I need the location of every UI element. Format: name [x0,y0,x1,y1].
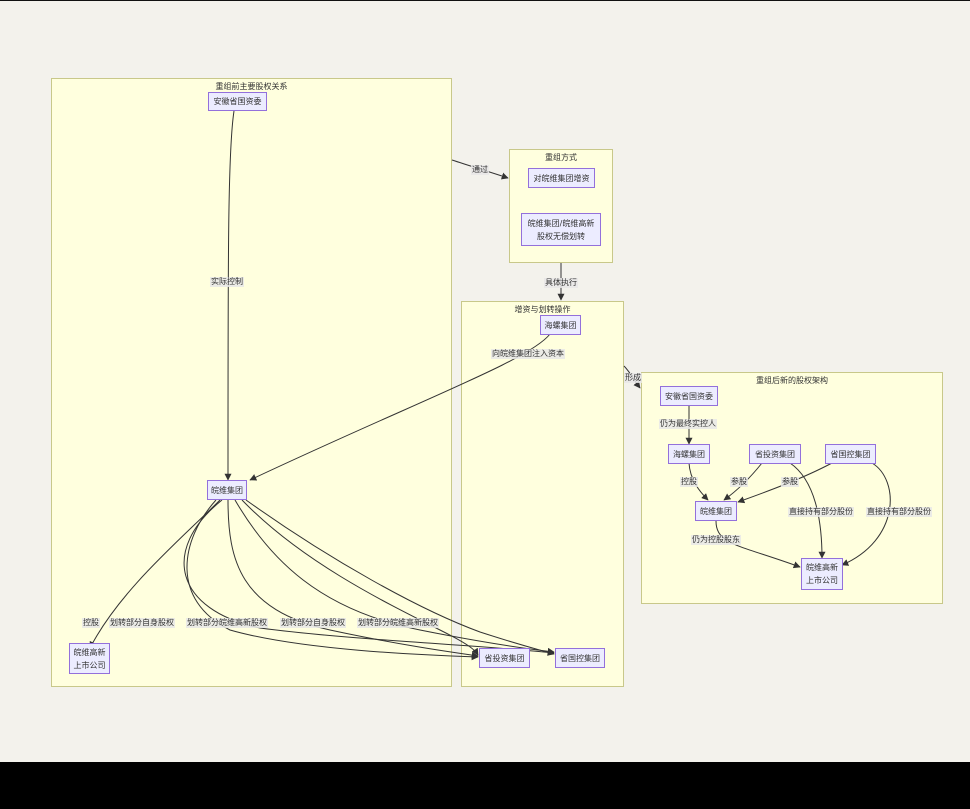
edge-label-inject-capital: 向皖维集团注入资本 [491,349,565,359]
edge-label-transfer-hitech-1: 划转部分皖维高新股权 [186,618,268,628]
edge-label-transfer-own-1: 划转部分自身股权 [109,618,175,628]
node-label-line1: 皖维高新 [73,647,106,657]
edge-label-direct-hold-2: 直接持有部分股份 [866,507,932,517]
cluster-title: 重组方式 [545,153,577,162]
node-prov-holding-ops[interactable]: 省国控集团 [555,648,605,668]
node-label: 省国控集团 [560,653,600,663]
edge-label-transfer-own-2: 划转部分自身股权 [280,618,346,628]
node-label: 皖维集团 [211,485,243,495]
node-label: 皖维集团 [700,506,732,516]
cluster-title: 重组前主要股权关系 [215,82,288,91]
edge-label-still-controlling-shareholder: 仍为控股股东 [691,535,741,545]
edge-label-direct-hold-1: 直接持有部分股份 [788,507,854,517]
edge-label-still-controller: 仍为最终实控人 [659,419,717,429]
node-label-line2: 上市公司 [806,576,838,585]
edge-label-transfer-hitech-2: 划转部分皖维高新股权 [357,618,439,628]
node-prov-holding-after[interactable]: 省国控集团 [825,444,876,464]
cluster-title: 增资与划转操作 [514,305,571,314]
edge-label-via: 通过 [471,165,489,175]
node-label: 对皖维集团增资 [533,173,590,183]
node-label: 省国控集团 [830,449,871,459]
node-hailuo-after[interactable]: 海螺集团 [668,444,710,464]
node-label: 省投资集团 [484,653,525,663]
edge-label-participate-1: 参股 [730,477,748,487]
edge-label-holding: 控股 [82,618,100,628]
bottom-black-bar [0,762,970,809]
edge-label-form: 形成 [624,373,642,383]
node-wanwei-group-before[interactable]: 皖维集团 [207,480,247,500]
node-wanwei-group-after[interactable]: 皖维集团 [695,501,737,521]
node-label: 海螺集团 [544,320,577,330]
node-label-line2: 股权无偿划转 [537,231,585,241]
node-label-line1: 皖维集团/皖维高新 [527,218,595,228]
node-label: 安徽省国资委 [665,391,713,401]
node-wanwei-hitech-before[interactable]: 皖维高新 上市公司 [69,643,110,674]
node-label: 海螺集团 [673,449,705,459]
cluster-before-restructuring: 重组前主要股权关系 [51,78,452,687]
node-capital-increase[interactable]: 对皖维集团增资 [528,168,595,188]
edge-label-control-stake: 控股 [680,477,698,487]
cluster-after-restructuring: 重组后新的股权架构 [641,372,943,604]
node-anhui-sasac-after[interactable]: 安徽省国资委 [660,386,718,406]
node-free-transfer[interactable]: 皖维集团/皖维高新 股权无偿划转 [521,213,601,246]
node-anhui-sasac-before[interactable]: 安徽省国资委 [208,92,267,111]
cluster-title: 重组后新的股权架构 [756,376,828,385]
node-hailuo-ops[interactable]: 海螺集团 [540,315,581,335]
node-label: 安徽省国资委 [213,97,262,106]
edge-label-execute: 具体执行 [544,278,578,288]
node-label-line1: 皖维高新 [806,563,838,572]
node-wanwei-hitech-after[interactable]: 皖维高新 上市公司 [801,558,843,590]
edge-label-actual-control: 实际控制 [210,277,244,287]
node-label: 省投资集团 [755,449,795,459]
node-label-line2: 上市公司 [73,660,106,670]
top-border [0,0,970,1]
node-prov-investment-after[interactable]: 省投资集团 [749,444,801,464]
edge-label-participate-2: 参股 [781,477,799,487]
node-prov-investment-ops[interactable]: 省投资集团 [479,648,530,668]
